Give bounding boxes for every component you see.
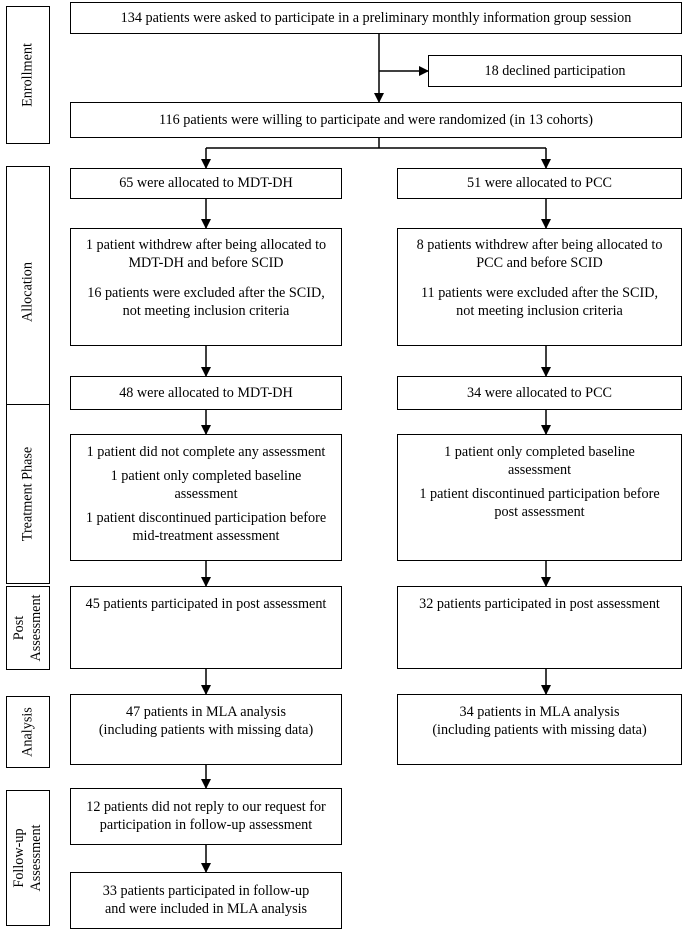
phase-post-assessment: Post Assessment [6,586,50,670]
text-left-treat3-1: 1 patient discontinued participation bef… [85,510,327,526]
text-left-excluded-1: 16 patients were excluded after the SCID… [87,285,325,301]
text-left-withdrew-1: 1 patient withdrew after being allocated… [85,237,327,253]
text-left-followup-2: and were included in MLA analysis [104,901,308,917]
box-left-analysis: 47 patients in MLA analysis (including p… [70,694,342,765]
text-right-treat1-1: 1 patient only completed baseline [444,444,635,460]
phase-enrollment: Enrollment [6,6,50,144]
text-left-post: 45 patients participated in post assessm… [85,596,327,612]
box-left-treatment: 1 patient did not complete any assessmen… [70,434,342,561]
box-left-followup: 33 patients participated in follow-up an… [70,872,342,929]
text-left-analysis-2: (including patients with missing data) [98,722,314,738]
text-left-final: 48 were allocated to MDT-DH [119,385,293,401]
text-randomized: 116 patients were willing to participate… [158,112,594,128]
box-left-withdrew: 1 patient withdrew after being allocated… [70,228,342,346]
text-right-post: 32 patients participated in post assessm… [419,596,660,612]
box-left-allocated: 65 were allocated to MDT-DH [70,168,342,199]
text-left-treat3-2: mid-treatment assessment [132,528,280,544]
text-left-noreply-1: 12 patients did not reply to our request… [86,799,326,815]
text-right-treat2-1: 1 patient discontinued participation bef… [419,486,660,502]
box-left-final: 48 were allocated to MDT-DH [70,376,342,410]
text-right-final: 34 were allocated to PCC [467,385,612,401]
text-right-withdrew-2: PCC and before SCID [476,255,603,271]
text-right-treat2-2: post assessment [494,504,585,520]
box-right-withdrew: 8 patients withdrew after being allocate… [397,228,682,346]
text-left-analysis-1: 47 patients in MLA analysis [126,704,286,720]
box-right-allocated: 51 were allocated to PCC [397,168,682,199]
text-asked: 134 patients were asked to participate i… [120,10,632,26]
text-right-excluded-1: 11 patients were excluded after the SCID… [420,285,659,301]
phase-allocation: Allocation [6,166,50,418]
text-right-excluded-2: not meeting inclusion criteria [456,303,623,319]
text-right-allocated: 51 were allocated to PCC [467,175,612,191]
box-randomized: 116 patients were willing to participate… [70,102,682,138]
text-left-allocated: 65 were allocated to MDT-DH [119,175,293,191]
text-left-followup-1: 33 patients participated in follow-up [102,883,310,899]
text-left-treat2-2: assessment [174,486,238,502]
text-right-analysis-1: 34 patients in MLA analysis [459,704,620,720]
box-right-final: 34 were allocated to PCC [397,376,682,410]
text-right-analysis-2: (including patients with missing data) [432,722,647,738]
box-declined: 18 declined participation [428,55,682,87]
text-right-withdrew-1: 8 patients withdrew after being allocate… [416,237,663,253]
box-right-analysis: 34 patients in MLA analysis (including p… [397,694,682,765]
box-right-treatment: 1 patient only completed baseline assess… [397,434,682,561]
text-left-withdrew-2: MDT-DH and before SCID [128,255,284,271]
text-left-treat1: 1 patient did not complete any assessmen… [86,444,326,460]
text-left-treat2-1: 1 patient only completed baseline [110,468,302,484]
text-declined: 18 declined participation [484,63,626,79]
text-right-treat1-2: assessment [507,462,572,478]
text-left-excluded-2: not meeting inclusion criteria [122,303,290,319]
box-asked: 134 patients were asked to participate i… [70,2,682,34]
phase-treatment: Treatment Phase [6,404,50,584]
box-left-post: 45 patients participated in post assessm… [70,586,342,669]
text-left-noreply-2: participation in follow-up assessment [99,817,313,833]
phase-analysis: Analysis [6,696,50,768]
box-right-post: 32 patients participated in post assessm… [397,586,682,669]
phase-followup: Follow-up Assessment [6,790,50,926]
box-left-noreply: 12 patients did not reply to our request… [70,788,342,845]
